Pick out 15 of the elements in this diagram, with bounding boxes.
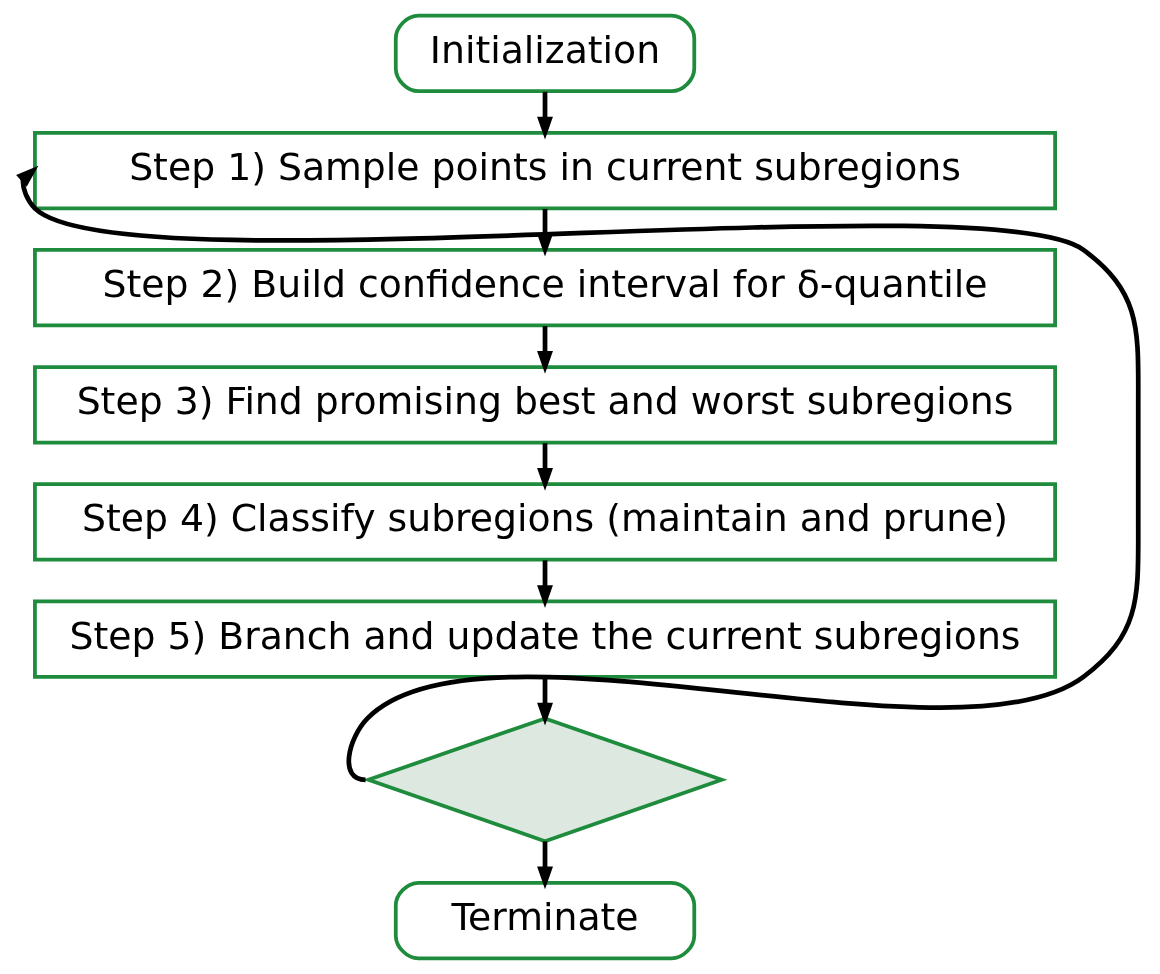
node-box: Step 1) Sample points in current subregions (32, 130, 1057, 211)
arrow (536, 208, 553, 257)
arrow (15, 165, 1141, 782)
node-box: Step 2) Build confidence interval for δ-quantile (32, 248, 1057, 328)
arrow (536, 443, 553, 491)
node-box: Terminate (393, 880, 696, 961)
arrow (536, 91, 553, 140)
node-box: Initialization (393, 13, 696, 94)
arrow (536, 841, 553, 890)
node-box: Step 5) Branch and update the current subregions (32, 599, 1057, 679)
arrow (536, 676, 553, 726)
node-box: Step 4) Classify subregions (maintain and prune) (32, 482, 1057, 562)
node-box: Step 3) Find promising best and worst subregions (32, 365, 1057, 445)
arrow (536, 326, 553, 374)
arrow (536, 560, 553, 608)
